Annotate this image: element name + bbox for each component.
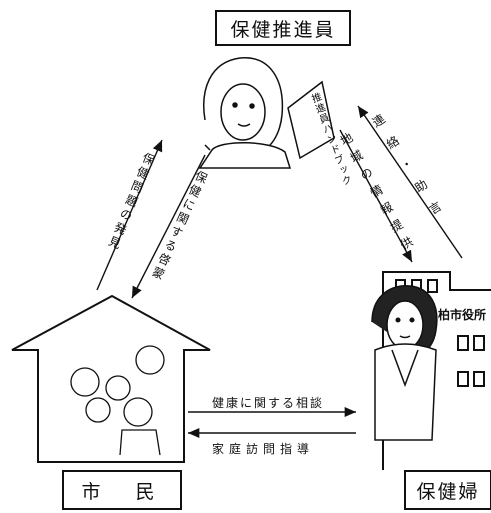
promoter-label-box: 保健推進員	[215, 10, 351, 46]
handbook-image	[287, 80, 335, 160]
flow-citizen-to-nurse: 健康に関する相談	[212, 396, 325, 410]
citizen-family	[70, 345, 165, 456]
nurse-label-box: 保健婦	[404, 470, 491, 510]
citizen-label-box: 市 民	[62, 470, 182, 510]
flow-nurse-to-citizen: 家庭訪問指導	[212, 442, 315, 456]
nurse-label: 保健婦	[416, 480, 480, 503]
nurse-figure	[371, 285, 438, 441]
citizen-label: 市 民	[81, 480, 163, 503]
promoter-figure	[198, 57, 292, 169]
promoter-label: 保健推進員	[230, 18, 336, 41]
city-hall-sign: 柏市役所	[438, 308, 487, 322]
